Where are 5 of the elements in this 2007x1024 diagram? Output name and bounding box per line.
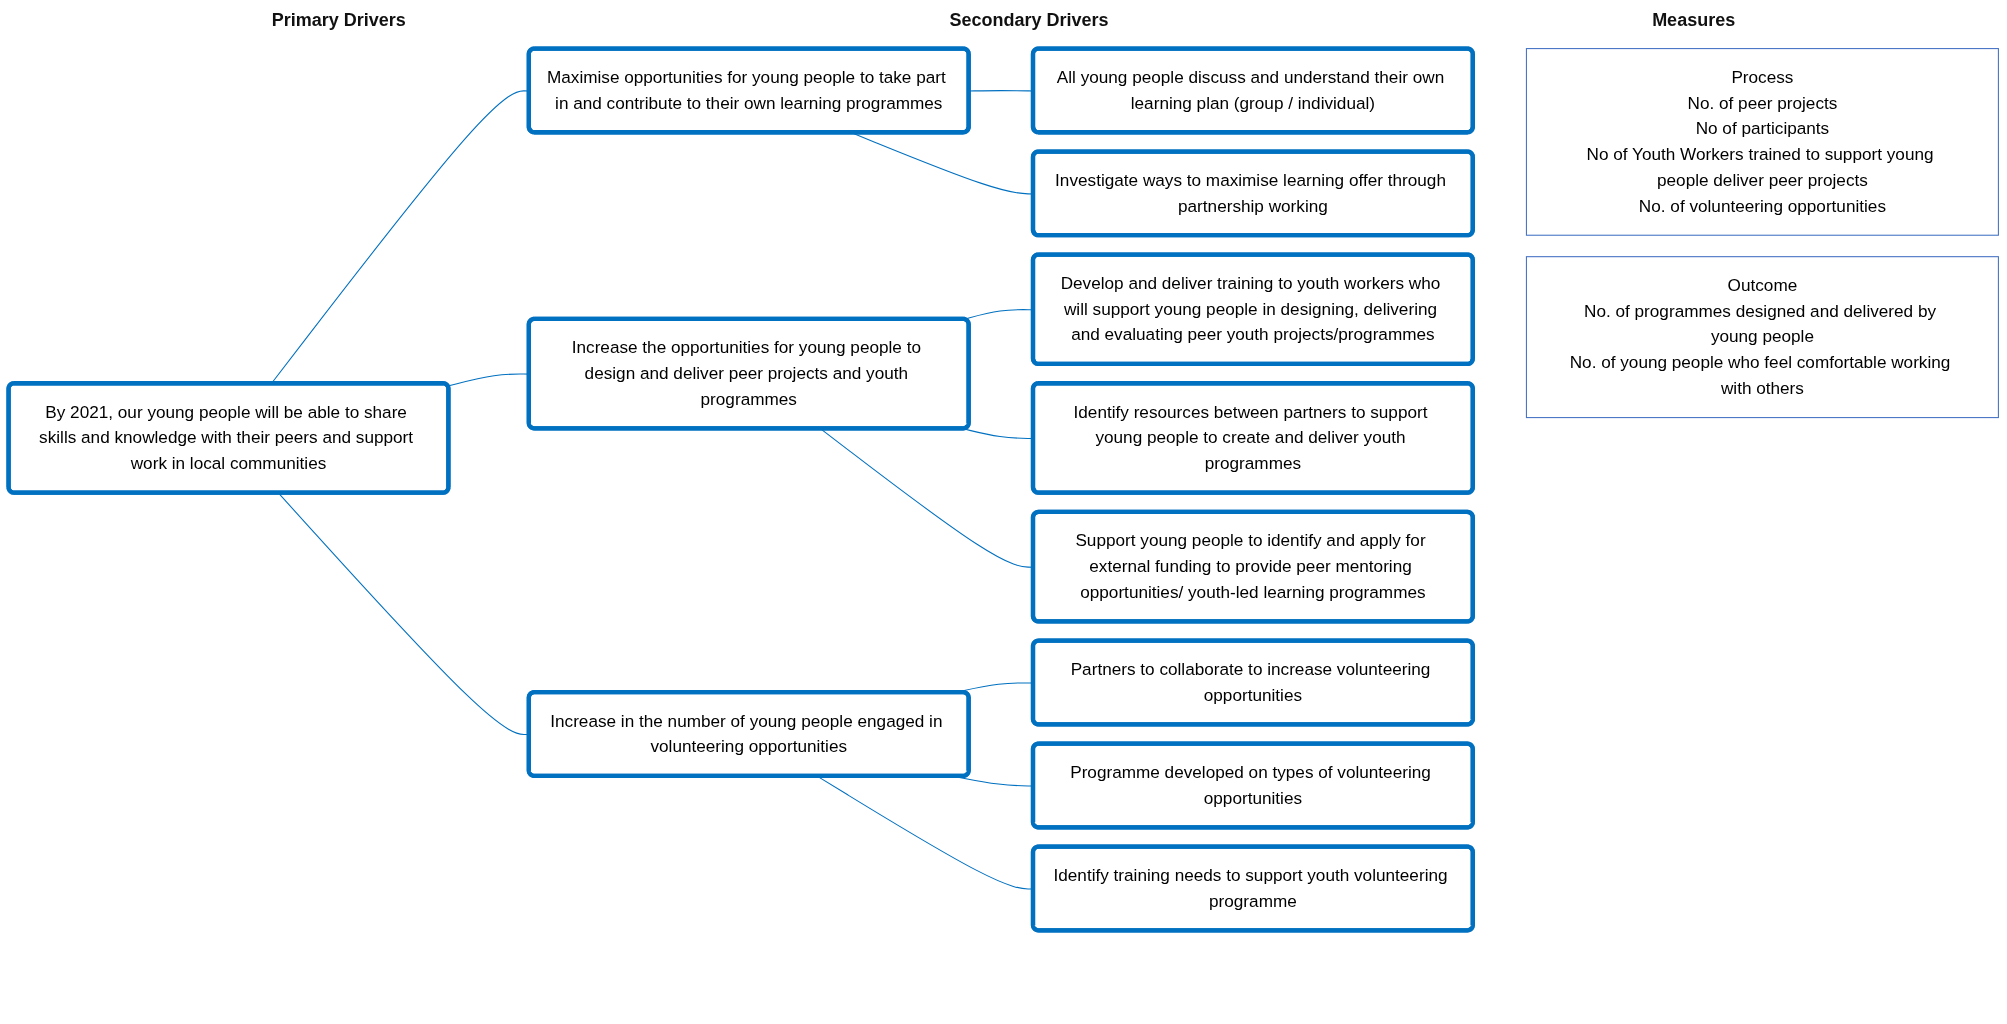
node-box: Process No. of peer projects No of participants No of Youth Workers trained to support young people deliver peer projects No. of volunteering opportunities [1525, 48, 1999, 236]
column-heading: Measures [1652, 9, 1736, 31]
node-box: Outcome No. of programmes designed and delivered by young people No. of young people who feel comfortable working with others [1525, 256, 1999, 419]
column-heading: Primary Drivers [271, 9, 406, 31]
column-heading: Secondary Drivers [949, 9, 1109, 31]
